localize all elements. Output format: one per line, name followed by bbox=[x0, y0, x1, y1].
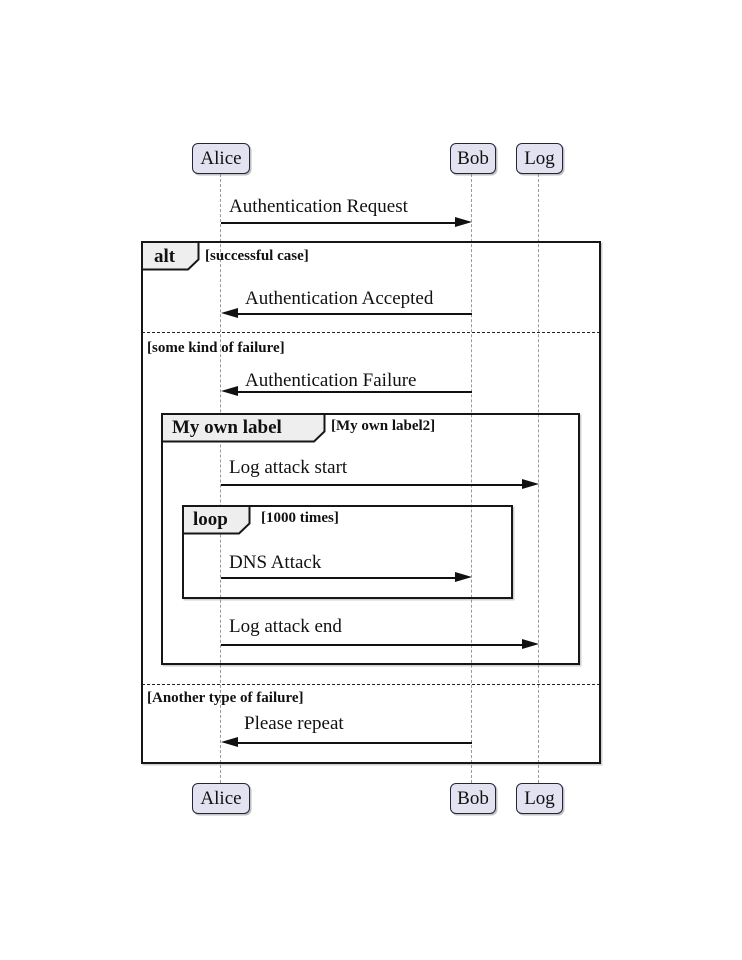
my-own-label-guard: [My own label2] bbox=[331, 418, 436, 434]
alt-frame bbox=[141, 241, 601, 764]
alt-guard-successful-case: [successful case] bbox=[205, 248, 309, 264]
arrowhead-left-icon bbox=[221, 308, 238, 318]
alt-guard-some-kind-of-failure: [some kind of failure] bbox=[147, 340, 285, 356]
alt-frame-label-pentagon bbox=[141, 241, 200, 271]
alt-guard-another-type-of-failure: [Another type of failure] bbox=[147, 690, 304, 706]
lifeline-alice bbox=[220, 174, 221, 783]
loop-guard: [1000 times] bbox=[261, 510, 339, 526]
actor-log-top: Log bbox=[516, 143, 563, 174]
loop-frame bbox=[182, 505, 513, 599]
message-authentication-accepted: Authentication Accepted bbox=[245, 288, 434, 309]
actor-alice-top: Alice bbox=[192, 143, 250, 174]
actor-bob-bottom: Bob bbox=[450, 783, 496, 814]
alt-section-divider bbox=[142, 684, 600, 685]
message-arrow-line bbox=[221, 644, 524, 646]
lifeline-log bbox=[538, 174, 539, 783]
lifeline-bob bbox=[471, 174, 472, 783]
alt-section-divider bbox=[142, 332, 600, 333]
actor-log-bottom: Log bbox=[516, 783, 563, 814]
arrowhead-left-icon bbox=[221, 386, 238, 396]
message-authentication-failure: Authentication Failure bbox=[245, 370, 417, 391]
message-arrow-line bbox=[236, 742, 472, 744]
my-own-label-frame-pentagon bbox=[161, 413, 326, 443]
my-own-label-frame bbox=[161, 413, 580, 665]
actor-bob-top: Bob bbox=[450, 143, 496, 174]
message-arrow-line bbox=[236, 313, 472, 315]
loop-frame-label: loop bbox=[193, 509, 228, 530]
message-dns-attack: DNS Attack bbox=[229, 552, 322, 573]
message-arrow-line bbox=[221, 577, 457, 579]
arrowhead-right-icon bbox=[522, 639, 539, 649]
message-log-attack-start: Log attack start bbox=[229, 457, 348, 478]
message-arrow-line bbox=[221, 484, 524, 486]
loop-frame-label-pentagon bbox=[182, 505, 251, 535]
message-arrow-line bbox=[236, 391, 472, 393]
alt-frame-label: alt bbox=[154, 246, 176, 267]
actor-alice-bottom: Alice bbox=[192, 783, 250, 814]
arrowhead-right-icon bbox=[455, 217, 472, 227]
arrowhead-right-icon bbox=[455, 572, 472, 582]
arrowhead-right-icon bbox=[522, 479, 539, 489]
arrowhead-left-icon bbox=[221, 737, 238, 747]
message-please-repeat: Please repeat bbox=[244, 713, 344, 734]
message-authentication-request: Authentication Request bbox=[229, 196, 408, 217]
my-own-label-frame-label: My own label bbox=[172, 417, 282, 438]
message-log-attack-end: Log attack end bbox=[229, 616, 342, 637]
message-arrow-line bbox=[221, 222, 457, 224]
